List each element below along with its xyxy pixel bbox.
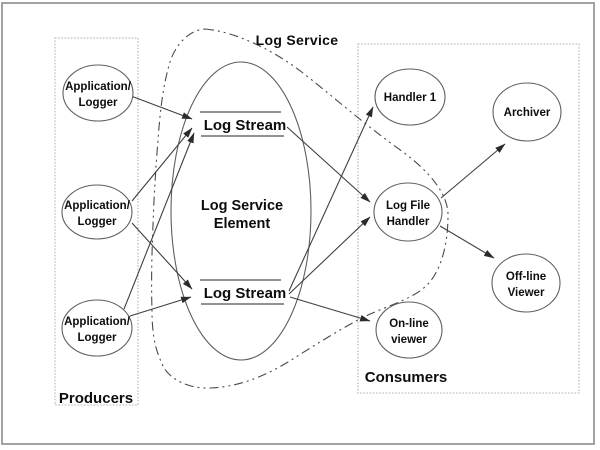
producers-group-label: Producers [59,390,133,407]
producers-group-box [54,37,139,406]
edge-producer2-stream-bottom [131,222,193,290]
edge-stream-bottom-onlineviewer [289,296,371,322]
application-logger-2-label-line2: Logger [78,216,117,228]
application-logger-2-label-line1: Application/ [64,200,131,212]
log-service-title: Log Service [256,32,339,48]
application-logger-3-node [61,299,133,357]
off-line-viewer-node [491,253,561,313]
off-line-viewer-label-line1: Off-line [506,271,546,283]
application-logger-1-label-line1: Application/ [65,81,132,93]
application-logger-3-label-line1: Application/ [64,316,131,328]
log-service-element-label-line2: Element [214,216,271,232]
log-service-element-label-line1: Log Service [201,198,283,214]
edge-producer3-stream-bottom [129,296,192,317]
log-file-handler-label-line1: Log File [386,200,430,212]
edge-stream-bottom-handler1 [288,106,374,292]
on-line-viewer-node [375,301,443,359]
application-logger-2-node [61,184,133,240]
archiver-label: Archiver [504,107,551,119]
slide-frame [1,2,595,445]
log-file-handler-node [373,182,443,242]
handler-1-node [374,68,446,126]
off-line-viewer-label-line2: Viewer [508,287,545,299]
application-logger-1-label-line2: Logger [79,97,118,109]
on-line-viewer-label-line1: On-line [389,318,429,330]
consumers-group-label: Consumers [365,369,448,386]
application-logger-1-node [62,64,134,122]
edge-producer3-stream-top [123,132,195,310]
log-stream-bottom-label: Log Stream [204,285,287,302]
edge-stream-bottom-logfilehandler [288,216,371,295]
handler-1-label: Handler 1 [384,92,437,104]
application-logger-3-label-line2: Logger [78,332,117,344]
edge-logfilehandler-offlineviewer [439,225,495,259]
archiver-node [492,82,562,142]
on-line-viewer-label-line2: viewer [391,334,427,346]
edge-producer1-stream-top [130,95,193,120]
log-file-handler-label-line2: Handler [387,216,430,228]
log-stream-top-label: Log Stream [204,117,287,134]
log-service-element-ellipse [170,61,312,361]
edge-logfilehandler-archiver [440,143,506,199]
edge-stream-top-logfilehandler [286,126,371,203]
edge-producer2-stream-top [131,127,193,202]
